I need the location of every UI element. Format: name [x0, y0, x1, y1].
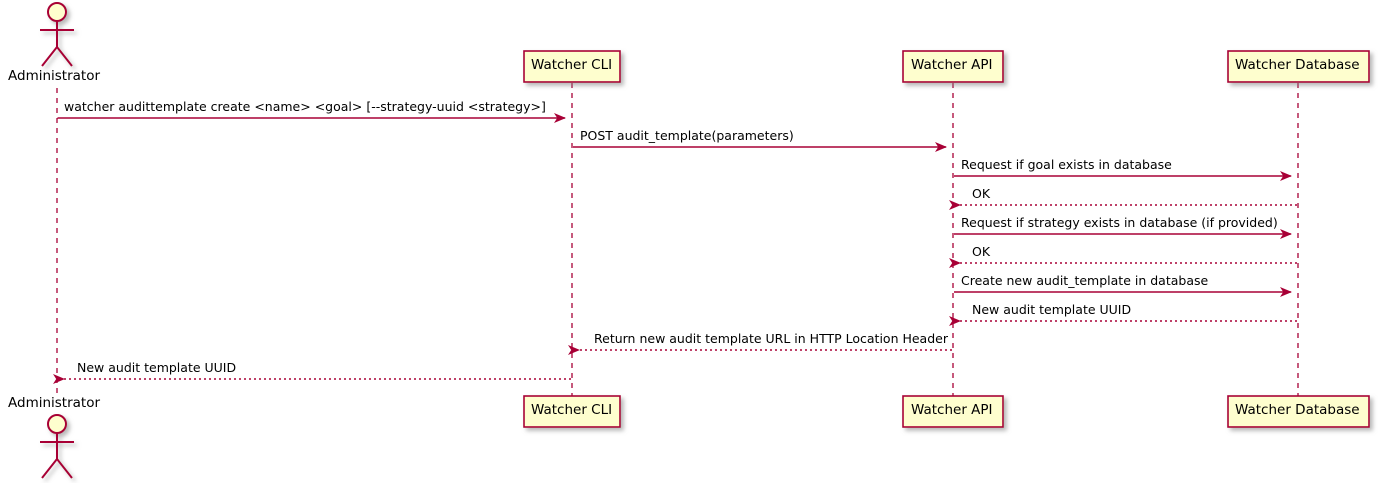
- participant-box-watcher-cli-bottom: [523, 395, 621, 428]
- participant-label-watcher-database-top: Watcher Database: [1235, 57, 1360, 73]
- message-label-2: POST audit_template(parameters): [580, 128, 794, 143]
- participant-label-watcher-database-bottom: Watcher Database: [1235, 402, 1360, 418]
- actor-label-administrator-top: Administrator: [8, 68, 101, 84]
- actor-label-administrator-bottom: Administrator: [8, 395, 101, 411]
- participant-box-watcher-api-bottom: [902, 395, 1004, 428]
- lifelines: [56, 83, 1299, 396]
- participant-box-watcher-api-top: [902, 50, 1004, 83]
- message-label-9: Return new audit template URL in HTTP Lo…: [594, 331, 948, 346]
- participant-box-watcher-cli-top: [523, 50, 621, 83]
- message-label-5: Request if strategy exists in database (…: [961, 215, 1278, 230]
- actor-administrator-bottom: [40, 414, 74, 479]
- participant-label-watcher-api-top: Watcher API: [911, 57, 993, 73]
- actor-administrator-top: [40, 2, 74, 67]
- message-arrows: [53, 113, 1297, 384]
- participant-box-watcher-database-bottom: [1227, 395, 1370, 428]
- message-label-4: OK: [972, 186, 991, 201]
- participant-label-watcher-cli-top: Watcher CLI: [531, 57, 613, 73]
- participant-box-watcher-database-top: [1227, 50, 1370, 83]
- message-label-6: OK: [972, 244, 991, 259]
- message-label-1: watcher audittemplate create <name> <goa…: [64, 99, 546, 114]
- message-label-10: New audit template UUID: [77, 360, 237, 375]
- message-label-3: Request if goal exists in database: [961, 157, 1172, 172]
- participant-label-watcher-cli-bottom: Watcher CLI: [531, 402, 613, 418]
- message-label-7: Create new audit_template in database: [961, 273, 1209, 288]
- message-label-8: New audit template UUID: [972, 302, 1132, 317]
- participant-label-watcher-api-bottom: Watcher API: [911, 402, 993, 418]
